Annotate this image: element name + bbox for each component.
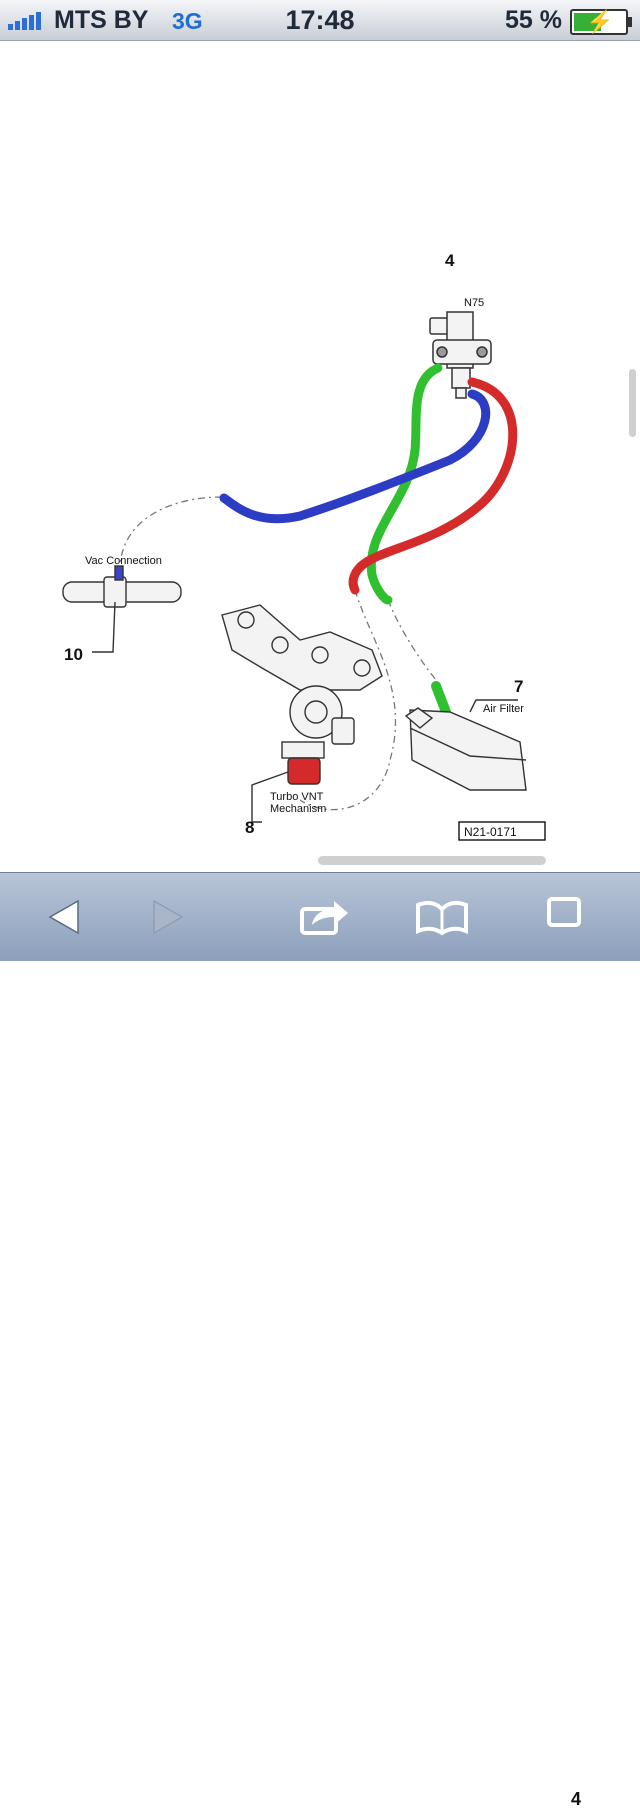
signal-strength-icon (8, 12, 43, 30)
bookmarks-button[interactable] (414, 891, 470, 943)
label-4: 4 (445, 251, 455, 270)
label-ref-code: N21-0171 (464, 825, 517, 839)
label-10: 10 (64, 645, 83, 664)
bookmarks-icon (416, 900, 468, 936)
label-8: 8 (245, 818, 254, 837)
green-hose (366, 363, 443, 605)
forward-button[interactable] (138, 891, 194, 943)
label-7: 7 (514, 677, 523, 696)
red-dashed-line (299, 589, 397, 811)
ref-code-box (458, 821, 546, 841)
status-bar: MTS BY 3G 17:48 55 % ⚡ (0, 0, 640, 41)
tabs-icon (547, 897, 581, 927)
back-arrow-icon (48, 899, 79, 935)
vac-connection-pipe (62, 565, 182, 653)
hoses (219, 363, 518, 717)
label-air-filter: Air Filter (483, 703, 524, 715)
air-filter-housing (404, 699, 527, 791)
browser-toolbar: 4 (0, 872, 640, 1813)
tabs-count-badge: 4 (560, 1785, 592, 1813)
green-dashed-line (387, 599, 437, 681)
red-hose (348, 377, 518, 595)
battery-icon: ⚡ (570, 9, 632, 35)
n75-valve (429, 311, 492, 399)
blue-hose (219, 389, 491, 524)
vertical-scrollbar[interactable] (629, 369, 636, 437)
vac-dashed-line (119, 496, 223, 571)
diagram-labels: 4 N75 7 Air Filter Vac Connection 10 Tur… (64, 251, 524, 839)
turbo-assembly (221, 604, 383, 823)
label-n75: N75 (464, 297, 484, 309)
battery-nub (628, 17, 632, 27)
share-button[interactable] (296, 891, 352, 943)
web-content[interactable]: 4 N75 7 Air Filter Vac Connection 10 Tur… (0, 41, 640, 872)
label-mechanism: Mechanism (270, 803, 326, 815)
share-icon (300, 901, 348, 935)
vacuum-hose-diagram: 4 N75 7 Air Filter Vac Connection 10 Tur… (62, 251, 546, 841)
label-vac-connection: Vac Connection (85, 555, 162, 567)
tabs-button[interactable] (542, 891, 598, 943)
forward-arrow-icon (153, 899, 184, 935)
battery-fill (574, 13, 602, 31)
dashed-lines (119, 496, 437, 811)
charging-bolt-icon: ⚡ (586, 9, 614, 34)
network-type: 3G (172, 8, 203, 34)
horizontal-scrollbar[interactable] (318, 856, 546, 865)
label-turbo-vnt: Turbo VNT (270, 791, 324, 803)
battery-percent: 55 % (505, 6, 562, 34)
carrier-name: MTS BY (54, 6, 149, 34)
green-filter-hose (431, 681, 451, 717)
back-button[interactable] (38, 891, 94, 943)
clock: 17:48 (285, 5, 355, 35)
